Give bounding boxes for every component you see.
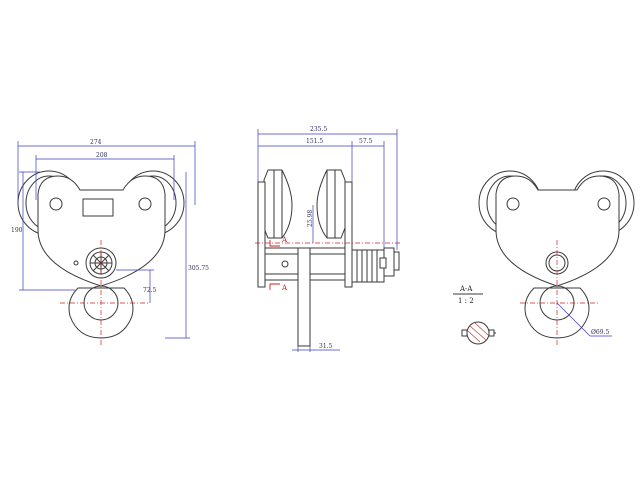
side-left-plate (257, 181, 266, 288)
side-gear-housing (351, 247, 400, 283)
rear-hole-diameter: Ø69.5 (591, 329, 609, 336)
front-view: 274 208 190 305.75 72.5 (11, 139, 209, 345)
front-dim-190: 190 (11, 227, 23, 234)
front-dim-274: 274 (90, 139, 102, 146)
section-mark-bottom-label: A (281, 284, 288, 292)
rear-view: Ø69.5 A-A 1 : 2 (453, 170, 635, 345)
front-bolt-hole-left (49, 197, 63, 211)
section-a-a-detail: A-A 1 : 2 (453, 285, 496, 345)
section-mark-a: A A (269, 236, 288, 292)
front-dimensions: 274 208 190 305.75 72.5 (11, 139, 209, 339)
rear-bolt-hole-left (506, 197, 520, 211)
side-dim-235: 235.5 (310, 126, 327, 133)
side-right-plate (344, 181, 353, 288)
side-dim-57: 57.5 (359, 138, 373, 145)
side-left-wheel (263, 169, 293, 239)
section-label: A-A (459, 285, 473, 293)
side-dim-151: 151.5 (306, 138, 323, 145)
side-hanger-plate (297, 247, 311, 347)
front-dim-305: 305.75 (188, 265, 209, 272)
section-scale: 1 : 2 (458, 297, 474, 305)
side-dimensions: 235.5 151.5 57.5 25.98 31.5 (257, 126, 398, 352)
rear-bolt-hole-right (597, 197, 611, 211)
side-view: A A 235.5 151.5 57.5 25.98 31.5 (255, 126, 400, 352)
front-dim-72: 72.5 (143, 287, 157, 294)
front-dim-208: 208 (96, 152, 108, 159)
front-bolt-hole-right (138, 197, 152, 211)
section-mark-top-label: A (281, 236, 288, 244)
front-label-window (82, 198, 114, 217)
side-right-wheel (316, 169, 346, 239)
side-dim-31: 31.5 (319, 343, 333, 350)
side-dim-25: 25.98 (307, 210, 314, 227)
